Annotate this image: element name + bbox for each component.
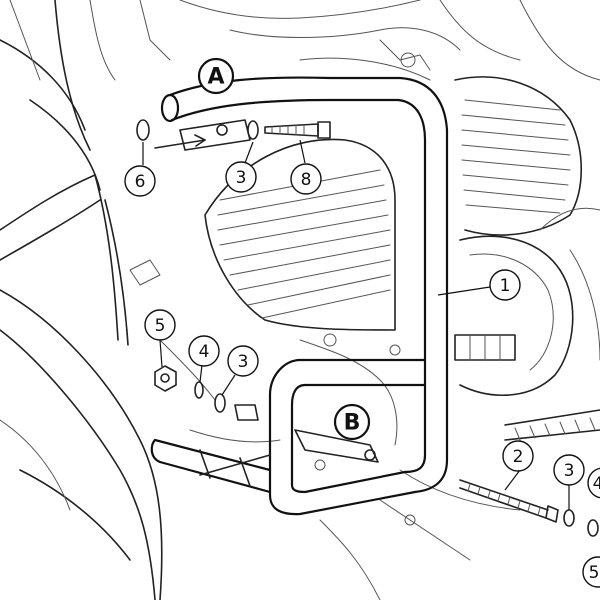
callout-5-left-label: 5 <box>155 316 166 336</box>
washer-6 <box>136 119 150 141</box>
callout-3-lower-label: 3 <box>564 461 575 481</box>
callout-3-lower: 3 <box>553 454 585 486</box>
washer-3-lower <box>563 509 575 527</box>
callout-2-label: 2 <box>513 447 524 467</box>
callout-3-upper-label: 3 <box>236 168 247 188</box>
callout-A-label: A <box>207 65 224 90</box>
callout-5-right-label: 5 <box>589 563 600 583</box>
washer-3-mid <box>214 393 226 413</box>
crash-bar <box>150 76 449 516</box>
bolt-8 <box>264 121 331 139</box>
callout-4-right: 4 <box>587 467 600 499</box>
callout-1: 1 <box>489 269 521 301</box>
leader-lines <box>142 139 570 510</box>
callout-2: 2 <box>502 440 534 472</box>
callout-5-left: 5 <box>144 309 176 341</box>
callout-4-left-label: 4 <box>199 342 210 362</box>
callout-8-label: 8 <box>301 170 312 190</box>
callout-6-label: 6 <box>135 172 146 192</box>
callout-A: A <box>197 57 235 95</box>
callout-4-left: 4 <box>188 335 220 367</box>
bracket-b <box>234 404 379 463</box>
bracket-a <box>154 119 251 151</box>
washer-3-upper <box>247 120 259 140</box>
callout-6: 6 <box>124 165 156 197</box>
callout-8: 8 <box>290 163 322 195</box>
rear-cylinder-fins <box>454 76 582 236</box>
lock-washer-4-lower <box>587 519 599 537</box>
callout-3-upper: 3 <box>225 161 257 193</box>
lock-washer-4 <box>194 381 204 399</box>
hardware <box>136 119 599 537</box>
cylinder-fins <box>204 138 396 331</box>
callout-5-right: 5 <box>582 556 600 588</box>
callout-1-label: 1 <box>500 276 511 296</box>
bolt-2 <box>459 479 559 523</box>
callout-B: B <box>333 403 371 441</box>
nut-5 <box>154 365 177 392</box>
callout-3-mid-label: 3 <box>238 352 249 372</box>
callout-3-mid: 3 <box>227 345 259 377</box>
callout-4-right-label: 4 <box>593 474 600 494</box>
callout-B-label: B <box>344 411 361 436</box>
